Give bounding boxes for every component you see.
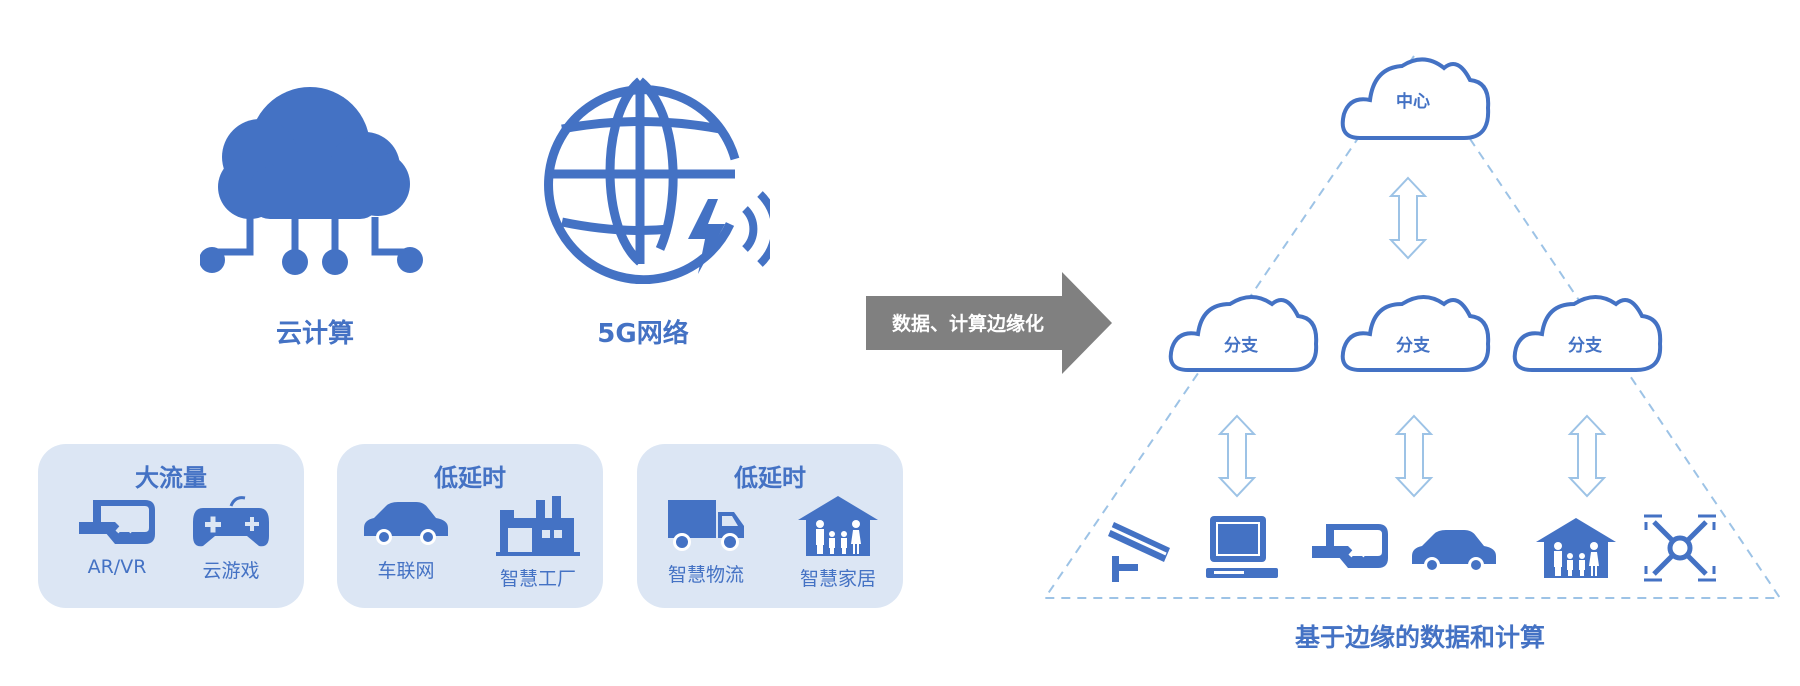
card-item-smart-home: 智慧家居 [783, 494, 893, 598]
branch-node-label: 分支 [1396, 336, 1430, 356]
vr-glasses-icon [79, 500, 155, 544]
branch-cloud-right [1512, 295, 1663, 372]
center-node-label: 中心 [1396, 92, 1430, 112]
double-arrow-middle [1394, 414, 1434, 498]
double-arrow-left [1217, 414, 1257, 498]
truck-icon [668, 500, 744, 551]
family-home-icon [798, 496, 878, 556]
factory-icon [496, 496, 580, 556]
edge-pyramid [1043, 54, 1782, 599]
double-arrow-center [1388, 176, 1428, 260]
center-cloud [1340, 57, 1491, 140]
card-low-latency-2: 低延时 智慧物流 智慧家居 [637, 444, 903, 608]
computer-icon [1206, 516, 1278, 578]
branch-node-label: 分支 [1568, 336, 1602, 356]
family-home-icon [1536, 518, 1616, 578]
car-icon [1412, 530, 1496, 573]
cloud-computing-icon [200, 87, 423, 275]
card-item-cloud-gaming: 云游戏 [176, 494, 286, 598]
5g-globe-icon [544, 77, 770, 284]
card-item-label: 智慧家居 [799, 568, 876, 590]
card-title: 低延时 [734, 464, 806, 492]
card-item-ar-vr: AR/VR [62, 494, 172, 598]
card-high-traffic: 大流量 AR/VR 云游戏 [38, 444, 304, 608]
card-item-smart-logistics: 智慧物流 [651, 494, 761, 598]
camera-icon [1108, 522, 1170, 582]
card-item-smart-factory: 智慧工厂 [483, 494, 593, 598]
branch-node-label: 分支 [1224, 336, 1258, 356]
gamepad-icon [193, 496, 269, 547]
car-icon [364, 502, 448, 545]
branch-cloud-left [1168, 295, 1319, 372]
5g-network-label: 5G网络 [597, 319, 689, 349]
pyramid-title: 基于边缘的数据和计算 [1294, 623, 1545, 652]
double-arrow-right [1567, 414, 1607, 498]
card-title: 低延时 [434, 464, 506, 492]
card-title: 大流量 [135, 464, 207, 492]
drone-icon [1644, 514, 1716, 582]
card-item-label: 云游戏 [202, 560, 260, 582]
card-low-latency-1: 低延时 车联网 智慧工厂 [337, 444, 603, 608]
cloud-computing-label: 云计算 [275, 319, 354, 349]
card-item-label: 智慧工厂 [499, 568, 576, 590]
card-item-label: 车联网 [377, 560, 435, 582]
vr-glasses-icon [1312, 524, 1388, 568]
edge-computing-arrow-label: 数据、计算边缘化 [891, 313, 1044, 335]
branch-cloud-middle [1340, 295, 1491, 372]
card-item-label: 智慧物流 [667, 564, 744, 586]
card-item-label: AR/VR [87, 556, 147, 578]
card-item-connected-vehicles: 车联网 [351, 494, 461, 598]
edge-computing-arrow [866, 272, 1112, 374]
